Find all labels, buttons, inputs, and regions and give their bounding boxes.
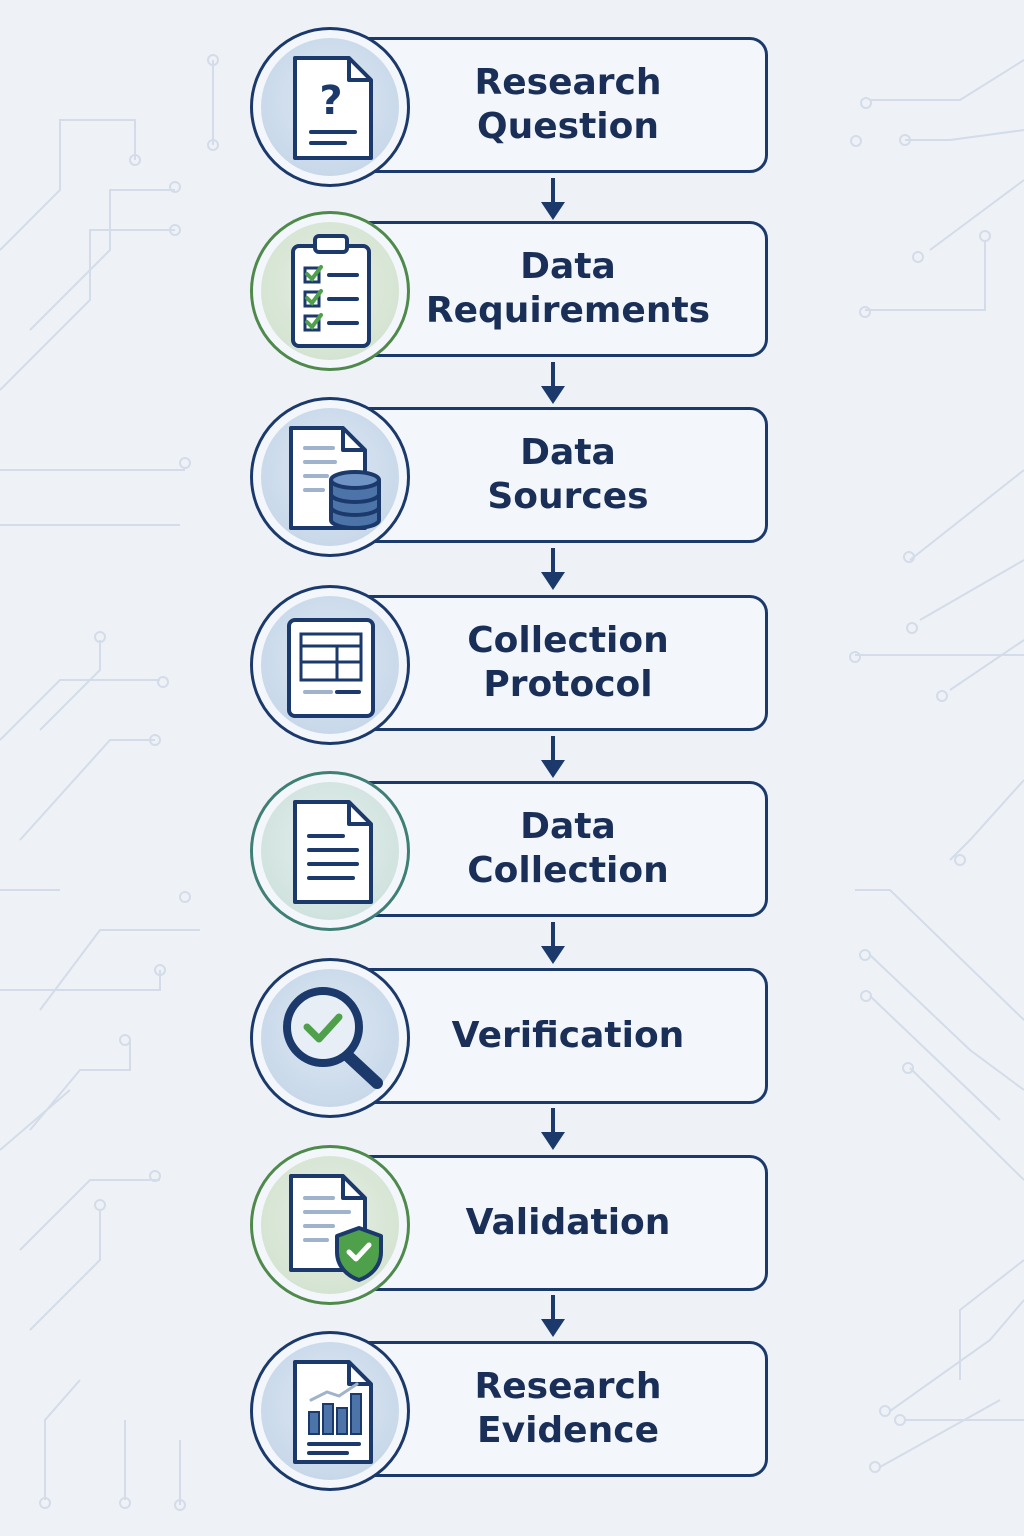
step-badge — [250, 1331, 410, 1491]
svg-text:?: ? — [319, 78, 342, 124]
step-label: Validation — [368, 1155, 768, 1291]
step-label-line: Research — [474, 62, 662, 103]
step-card — [350, 37, 768, 173]
step-badge: ? — [250, 27, 410, 187]
step-collection-protocol: Collection Protocol — [0, 585, 1024, 749]
step-badge — [250, 958, 410, 1118]
step-data-sources: Data Sources — [0, 397, 1024, 561]
connector-arrow — [541, 1108, 565, 1150]
table-form-icon — [287, 618, 375, 718]
step-label-line: Protocol — [483, 664, 653, 705]
step-label: Research Question — [368, 37, 768, 173]
question-document-icon: ? — [293, 56, 373, 160]
step-validation: Validation — [0, 1145, 1024, 1309]
step-card — [350, 1341, 768, 1477]
step-card — [350, 968, 768, 1104]
report-chart-icon — [293, 1360, 373, 1464]
step-data-requirements: Data Requirements — [0, 211, 1024, 375]
connector-arrow — [541, 922, 565, 964]
step-verification: Verification — [0, 958, 1024, 1122]
step-label-line: Question — [477, 106, 659, 147]
step-badge — [250, 585, 410, 745]
magnifier-check-icon — [283, 987, 383, 1089]
step-label-line: Validation — [465, 1202, 671, 1243]
step-label-line: Collection — [467, 850, 669, 891]
connector-arrow — [541, 548, 565, 590]
document-database-icon — [289, 426, 381, 530]
step-badge — [250, 397, 410, 557]
step-badge — [250, 211, 410, 371]
connector-arrow — [541, 178, 565, 220]
step-label-line: Sources — [487, 476, 649, 517]
step-label-line: Research — [474, 1366, 662, 1407]
checklist-clipboard-icon — [291, 234, 371, 348]
step-label: Collection Protocol — [368, 595, 768, 731]
connector-arrow — [541, 362, 565, 404]
step-card — [350, 221, 768, 357]
step-data-collection: Data Collection — [0, 771, 1024, 935]
step-label-line: Verification — [451, 1015, 685, 1056]
step-label-line: Data — [520, 432, 616, 473]
step-card — [350, 595, 768, 731]
step-label-line: Evidence — [477, 1410, 659, 1451]
connector-arrow — [541, 1295, 565, 1337]
step-badge — [250, 1145, 410, 1305]
document-shield-icon — [289, 1174, 383, 1282]
step-label-line: Data — [520, 806, 616, 847]
connector-arrow — [541, 736, 565, 778]
step-research-question: Research Question ? — [0, 27, 1024, 191]
step-card — [350, 781, 768, 917]
step-card — [350, 407, 768, 543]
text-document-icon — [293, 800, 373, 904]
step-badge — [250, 771, 410, 931]
step-label: Data Sources — [368, 407, 768, 543]
step-research-evidence: Research Evidence — [0, 1331, 1024, 1495]
step-label-line: Data — [520, 246, 616, 287]
step-label: Research Evidence — [368, 1341, 768, 1477]
step-label: Verification — [368, 968, 768, 1104]
step-label: Data Collection — [368, 781, 768, 917]
step-label: Data Requirements — [368, 221, 768, 357]
step-label-line: Collection — [467, 620, 669, 661]
step-label-line: Requirements — [425, 290, 711, 331]
